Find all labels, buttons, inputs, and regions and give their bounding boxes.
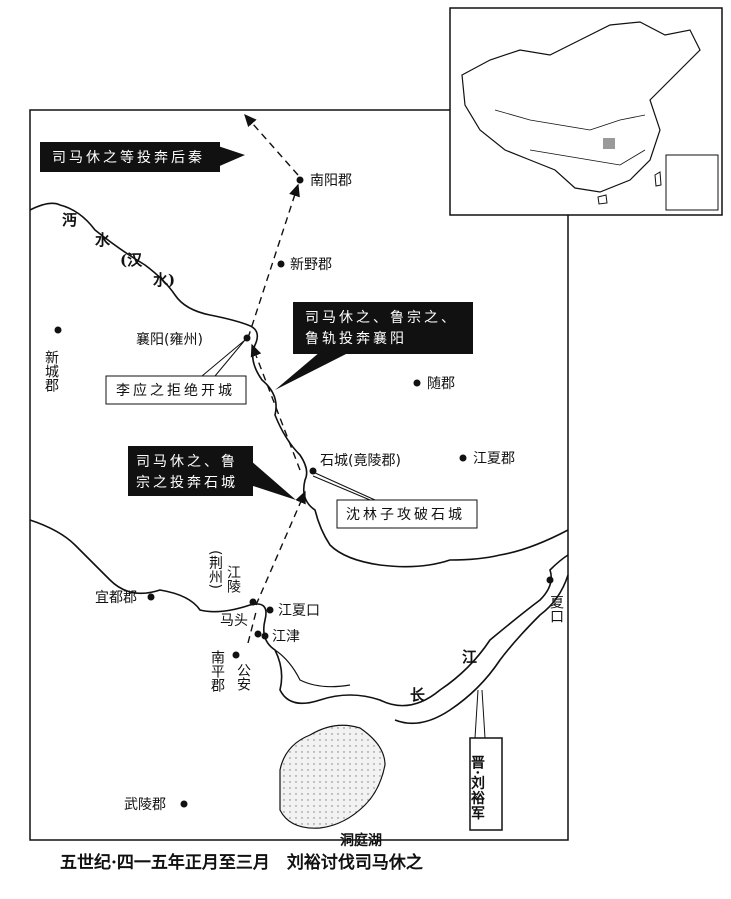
place-markers bbox=[54, 176, 554, 808]
svg-text:晋·刘裕军: 晋·刘裕军 bbox=[469, 755, 486, 821]
label-jiangling: 江陵 bbox=[225, 565, 241, 593]
map-title: 五世纪·四一五年正月至三月 刘裕讨伐司马休之 bbox=[60, 852, 423, 873]
legend-liuyu-army: 晋·刘裕军 bbox=[469, 689, 503, 831]
callout-xiangyang: 司马休之、鲁宗之、 鲁轨投奔襄阳 bbox=[275, 302, 473, 390]
label-nanping: 南平郡 bbox=[209, 650, 225, 692]
label-sui: 随郡 bbox=[427, 376, 455, 392]
liuyu-army-route bbox=[244, 113, 306, 644]
label-yidu: 宜都郡 bbox=[95, 590, 137, 606]
callout-shicheng: 司马休之、鲁 宗之投奔石城 bbox=[128, 446, 296, 500]
river-label: 水) bbox=[153, 271, 175, 289]
label-jiangxiakou: 江夏口 bbox=[278, 603, 320, 619]
label-nanyang: 南阳郡 bbox=[310, 173, 352, 189]
label-jiangjin: 江津 bbox=[272, 629, 300, 645]
yangtze-river bbox=[29, 519, 569, 725]
svg-text:司马休之等投奔后秦: 司马休之等投奔后秦 bbox=[52, 149, 205, 166]
label-jiangxia: 江夏郡 bbox=[473, 451, 515, 467]
map-frame bbox=[29, 109, 569, 841]
river-label: 沔 bbox=[62, 211, 77, 229]
svg-text:司马休之、鲁宗之、: 司马休之、鲁宗之、 bbox=[305, 310, 458, 326]
label-xiakou: 夏口 bbox=[548, 595, 564, 623]
callout-houqin: 司马休之等投奔后秦 bbox=[40, 142, 245, 172]
label-xincheng: 新城郡 bbox=[43, 350, 59, 392]
han-river bbox=[29, 202, 569, 568]
svg-text:鲁轨投奔襄阳: 鲁轨投奔襄阳 bbox=[305, 331, 407, 347]
callout-li-refuse: 李应之拒绝开城 bbox=[105, 339, 247, 405]
label-matou: 马头 bbox=[220, 613, 248, 629]
label-gongan: 公安 bbox=[235, 663, 251, 691]
svg-text:李应之拒绝开城: 李应之拒绝开城 bbox=[116, 382, 235, 399]
label-xiangyang: 襄阳(雍州) bbox=[136, 332, 203, 348]
inset-china-map bbox=[449, 7, 723, 216]
river-label: 长 bbox=[410, 686, 426, 704]
river-label: 江 bbox=[462, 648, 477, 666]
svg-text:沈林子攻破石城: 沈林子攻破石城 bbox=[346, 507, 465, 523]
label-jingzhou: (荆州) bbox=[207, 550, 223, 589]
highlight-region bbox=[603, 138, 615, 149]
river-label: (汉 bbox=[120, 251, 143, 269]
river-label: 水 bbox=[95, 231, 111, 249]
label-wuling: 武陵郡 bbox=[124, 797, 166, 813]
label-dongting: 洞庭湖 bbox=[340, 832, 382, 849]
svg-text:宗之投奔石城: 宗之投奔石城 bbox=[136, 475, 238, 491]
label-shicheng: 石城(竟陵郡) bbox=[320, 453, 401, 469]
callout-shen-attack: 沈林子攻破石城 bbox=[312, 471, 478, 529]
svg-text:司马休之、鲁: 司马休之、鲁 bbox=[136, 454, 238, 470]
label-xinye: 新野郡 bbox=[290, 257, 332, 273]
dongting-lake bbox=[279, 724, 386, 829]
